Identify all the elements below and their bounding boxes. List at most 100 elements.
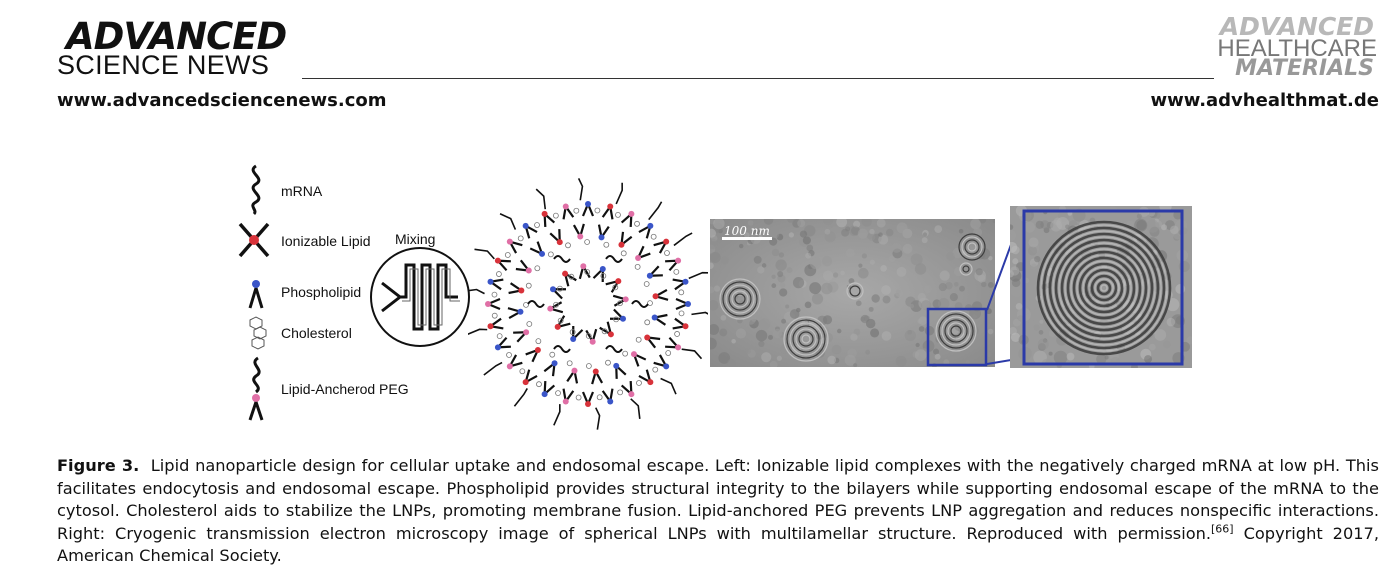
- lnp-cholesterol: [601, 328, 608, 335]
- tem-noise-grain: [881, 331, 892, 341]
- lnp-cholesterol: [622, 350, 629, 357]
- zoom-noise-grain: [1035, 220, 1044, 229]
- tem-noise-grain: [907, 330, 913, 335]
- tem-noise-grain: [761, 263, 767, 268]
- lnp-cholesterol: [534, 265, 541, 272]
- zoom-noise-grain: [1066, 352, 1075, 361]
- lnp-cholesterol: [605, 359, 611, 366]
- lnp-lipid-head: [682, 278, 689, 285]
- tem-particle-ring: [801, 334, 811, 344]
- lnp-cholesterol: [491, 312, 498, 319]
- tem-noise-grain: [836, 219, 848, 228]
- lnp-lipid-head: [571, 367, 578, 374]
- zoom-noise-grain: [1144, 355, 1153, 364]
- journal-logo-science-news: SCIENCE NEWS: [57, 50, 270, 80]
- tem-noise-grain: [723, 228, 735, 240]
- lnp-lipid-head: [644, 334, 651, 341]
- lnp-lipid-head: [675, 344, 682, 351]
- lnp-lipid-head: [620, 315, 627, 322]
- tem-noise-grain: [882, 295, 891, 304]
- zoom-noise-grain: [1015, 303, 1023, 310]
- zoom-lamella-gap: [1094, 278, 1114, 298]
- zoom-noise-grain: [1161, 224, 1168, 231]
- tem-noise-grain: [710, 238, 718, 250]
- zoom-lamella-ring: [1048, 232, 1160, 344]
- tem-noise-grain: [878, 232, 883, 237]
- tem-noise-grain: [953, 266, 964, 277]
- lnp-cholesterol: [496, 271, 502, 277]
- lnp-cholesterol: [504, 252, 511, 258]
- zoom-noise-grain: [1038, 330, 1044, 335]
- tem-noise-grain: [758, 318, 771, 330]
- microfluidic-mixer-diagram: [370, 247, 470, 347]
- phospholipid-icon: [248, 280, 264, 309]
- tem-noise-grain: [771, 274, 776, 279]
- lnp-peg-chain: [468, 328, 488, 336]
- tem-noise-grain: [939, 270, 950, 281]
- zoom-lamella-ring: [1078, 262, 1130, 314]
- lnp-lipid-head: [615, 278, 622, 285]
- tem-particle-ring: [962, 265, 970, 273]
- tem-noise-grain: [881, 285, 891, 295]
- lnp-lipid-head: [518, 287, 525, 294]
- lnp-lipid-head: [522, 222, 529, 229]
- tem-noise-grain: [871, 294, 880, 303]
- lnp-lipid-head: [592, 368, 599, 375]
- zoom-noise-grain: [1134, 218, 1148, 232]
- zoom-inset-border: [1022, 209, 1184, 366]
- lnp-cholesterol: [594, 207, 601, 214]
- tem-noise-grain: [775, 259, 787, 271]
- tem-noise-grain: [910, 253, 923, 266]
- url-right-link[interactable]: www.advhealthmat.de: [1150, 90, 1379, 111]
- lnp-cholesterol: [634, 263, 641, 270]
- tem-noise-grain: [986, 352, 992, 357]
- tem-noise-grain: [949, 293, 958, 302]
- tem-noise-grain: [804, 301, 812, 309]
- tem-noise-grain: [865, 349, 871, 355]
- zoom-noise-grain: [1010, 241, 1018, 253]
- reference-citation[interactable]: [66]: [1211, 522, 1234, 536]
- lnp-lipid-head: [506, 363, 513, 370]
- tem-noise-grain: [937, 297, 950, 310]
- lnp-mrna-strand: [553, 345, 571, 354]
- lnp-lipid-head: [607, 331, 614, 338]
- lnp-cholesterol: [549, 351, 556, 358]
- lnp-lipid-head: [562, 270, 569, 277]
- tem-noise-grain: [953, 281, 959, 287]
- zoom-noise-grain: [1012, 318, 1021, 327]
- tem-particle-ring: [846, 282, 864, 300]
- tem-noise-grain: [785, 304, 790, 309]
- tem-noise-grain: [731, 338, 736, 344]
- zoom-noise-grain: [1154, 212, 1161, 219]
- tem-noise-grain: [891, 242, 902, 253]
- tem-noise-grain: [868, 233, 876, 241]
- lnp-peg-chain: [483, 361, 503, 376]
- tem-particle-ring: [783, 316, 829, 362]
- tem-noise-grain: [805, 252, 812, 259]
- lnp-lipid-head: [487, 323, 494, 330]
- lnp-cholesterol: [636, 380, 642, 386]
- tem-noise-grain: [758, 340, 765, 348]
- legend-label-peg: Lipid-Ancherod PEG: [281, 381, 409, 397]
- lnp-peg-chain: [474, 248, 495, 260]
- mrna-icon: [251, 164, 261, 216]
- lnp-cholesterol: [525, 282, 532, 289]
- tem-noise-grain: [744, 232, 750, 238]
- tem-noise-grain: [727, 358, 736, 367]
- lnp-lipid-head: [663, 238, 670, 245]
- tem-noise-grain: [827, 355, 837, 365]
- tem-noise-grain: [789, 309, 800, 319]
- cryo-tem-image: 100 nm: [710, 219, 995, 367]
- lnp-cholesterol: [523, 301, 529, 308]
- tem-noise-grain: [969, 241, 980, 252]
- url-left-link[interactable]: www.advancedsciencenews.com: [57, 90, 387, 111]
- lnp-cholesterol: [585, 363, 592, 369]
- zoom-noise-grain: [1027, 246, 1038, 256]
- tem-noise-grain: [965, 359, 970, 364]
- zoom-noise-grain: [1048, 351, 1053, 356]
- tem-noise-grain: [870, 328, 880, 338]
- legend-label-phospholipid: Phospholipid: [281, 284, 362, 300]
- lnp-lipid-head: [539, 250, 546, 257]
- tem-noise-grain: [902, 243, 913, 254]
- journal-logo-right-healthcare: HEALTHCARE: [1217, 35, 1377, 62]
